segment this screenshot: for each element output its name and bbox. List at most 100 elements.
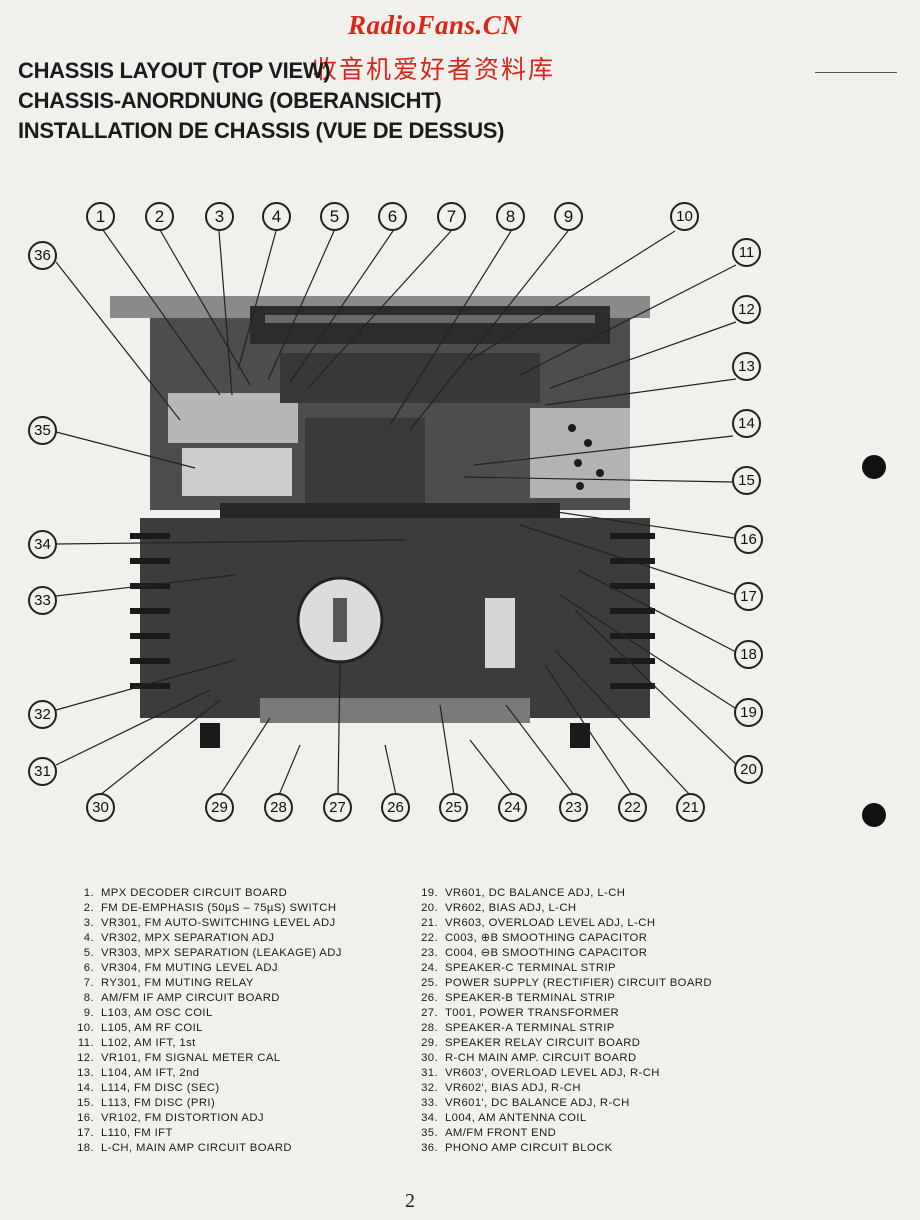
legend-text: AM/FM IF AMP CIRCUIT BOARD [101, 992, 280, 1004]
legend-number: 32. [421, 1082, 438, 1094]
callout-7: 7 [437, 202, 466, 231]
callout-23: 23 [559, 793, 588, 822]
callout-9: 9 [554, 202, 583, 231]
legend-text: VR303, MPX SEPARATION (LEAKAGE) ADJ [101, 947, 342, 959]
legend-item: 8. AM/FM IF AMP CIRCUIT BOARD [68, 991, 342, 1006]
legend-item: 3.VR301, FM AUTO-SWITCHING LEVEL ADJ [68, 916, 342, 931]
callout-20: 20 [734, 755, 763, 784]
legend-text: L113, FM DISC (PRI) [101, 1097, 216, 1109]
legend-number: 34. [421, 1112, 438, 1124]
callout-8: 8 [496, 202, 525, 231]
legend-number: 30. [421, 1052, 438, 1064]
legend-text: SPEAKER-B TERMINAL STRIP [445, 992, 616, 1004]
legend-text: VR603, OVERLOAD LEVEL ADJ, L-CH [445, 917, 656, 929]
legend-text: AM/FM FRONT END [445, 1127, 557, 1139]
callout-18: 18 [734, 640, 763, 669]
callout-30: 30 [86, 793, 115, 822]
legend-number: 11. [77, 1037, 94, 1049]
legend-number: 26. [421, 992, 438, 1004]
legend-item: 4.VR302, MPX SEPARATION ADJ [68, 931, 342, 946]
callout-24: 24 [498, 793, 527, 822]
legend-text: MPX DECODER CIRCUIT BOARD [101, 887, 288, 899]
legend-number: 8. [83, 992, 94, 1004]
legend-number: 19. [421, 887, 438, 899]
legend-item: 11. L102, AM IFT, 1st [68, 1036, 342, 1051]
legend-item: 30.R-CH MAIN AMP. CIRCUIT BOARD [412, 1051, 712, 1066]
callout-33: 33 [28, 586, 57, 615]
legend-number: 25. [421, 977, 438, 989]
callout-6: 6 [378, 202, 407, 231]
callout-32: 32 [28, 700, 57, 729]
legend-left-column: 1.MPX DECODER CIRCUIT BOARD 2.FM DE-EMPH… [68, 886, 342, 1156]
legend-item: 7. RY301, FM MUTING RELAY [68, 976, 342, 991]
legend-number: 15. [77, 1097, 94, 1109]
callout-17: 17 [734, 582, 763, 611]
legend-item: 20.VR602, BIAS ADJ, L-CH [412, 901, 712, 916]
legend-number: 28. [421, 1022, 438, 1034]
legend-number: 31. [421, 1067, 438, 1079]
legend-number: 1. [83, 887, 94, 899]
legend-text: L110, FM IFT [101, 1127, 173, 1139]
legend-item: 31.VR603', OVERLOAD LEVEL ADJ, R-CH [412, 1066, 712, 1081]
callout-4: 4 [262, 202, 291, 231]
watermark-site: RadioFans.CN [348, 10, 522, 40]
legend-item: 5. VR303, MPX SEPARATION (LEAKAGE) ADJ [68, 946, 342, 961]
legend-item: 22.C003, ⊕B SMOOTHING CAPACITOR [412, 931, 712, 946]
legend-item: 17. L110, FM IFT [68, 1126, 342, 1141]
legend-text: VR601, DC BALANCE ADJ, L-CH [445, 887, 626, 899]
legend-text: VR601', DC BALANCE ADJ, R-CH [445, 1097, 630, 1109]
legend-item: 18.L-CH, MAIN AMP CIRCUIT BOARD [68, 1141, 342, 1156]
legend-number: 36. [421, 1142, 438, 1154]
callout-14: 14 [732, 409, 761, 438]
legend-number: 18. [77, 1142, 94, 1154]
page-number: 2 [405, 1190, 415, 1212]
chassis-photo [100, 258, 675, 763]
legend-number: 10. [77, 1022, 94, 1034]
legend-item: 16.VR102, FM DISTORTION ADJ [68, 1111, 342, 1126]
legend-text: L114, FM DISC (SEC) [101, 1082, 220, 1094]
legend-item: 12.VR101, FM SIGNAL METER CAL [68, 1051, 342, 1066]
legend-number: 5. [83, 947, 94, 959]
legend-item: 24. SPEAKER-C TERMINAL STRIP [412, 961, 712, 976]
legend-number: 6. [83, 962, 94, 974]
legend-text: L102, AM IFT, 1st [101, 1037, 196, 1049]
title-german: CHASSIS-ANORDNUNG (OBERANSICHT) [18, 88, 442, 113]
legend-right-column: 19. VR601, DC BALANCE ADJ, L-CH 20.VR602,… [412, 886, 712, 1156]
legend-text: SPEAKER RELAY CIRCUIT BOARD [445, 1037, 641, 1049]
legend-number: 23. [421, 947, 438, 959]
legend-number: 13. [77, 1067, 94, 1079]
legend-item: 1. MPX DECODER CIRCUIT BOARD [68, 886, 342, 901]
callout-26: 26 [381, 793, 410, 822]
legend-number: 21. [421, 917, 438, 929]
callout-29: 29 [205, 793, 234, 822]
legend-text: PHONO AMP CIRCUIT BLOCK [445, 1142, 613, 1154]
callout-36: 36 [28, 241, 57, 270]
legend-item: 6.VR304, FM MUTING LEVEL ADJ [68, 961, 342, 976]
legend-text: RY301, FM MUTING RELAY [101, 977, 254, 989]
callout-25: 25 [439, 793, 468, 822]
legend-item: 14.L114, FM DISC (SEC) [68, 1081, 342, 1096]
binder-hole-bottom [862, 803, 886, 827]
legend-number: 3. [83, 917, 94, 929]
callout-15: 15 [732, 466, 761, 495]
legend-text: POWER SUPPLY (RECTIFIER) CIRCUIT BOARD [445, 977, 712, 989]
legend-item: 25. POWER SUPPLY (RECTIFIER) CIRCUIT BOAR… [412, 976, 712, 991]
legend-item: 23.C004, ⊖B SMOOTHING CAPACITOR [412, 946, 712, 961]
callout-35: 35 [28, 416, 57, 445]
callout-31: 31 [28, 757, 57, 786]
binder-hole-top [862, 455, 886, 479]
callout-11: 11 [732, 238, 761, 267]
legend-number: 4. [83, 932, 94, 944]
legend-text: VR101, FM SIGNAL METER CAL [101, 1052, 281, 1064]
legend-number: 33. [421, 1097, 438, 1109]
legend-text: SPEAKER-C TERMINAL STRIP [445, 962, 616, 974]
callout-5: 5 [320, 202, 349, 231]
legend-number: 17. [77, 1127, 94, 1139]
legend-number: 24. [421, 962, 438, 974]
legend-item: 21. VR603, OVERLOAD LEVEL ADJ, L-CH [412, 916, 712, 931]
callout-27: 27 [323, 793, 352, 822]
title-french: INSTALLATION DE CHASSIS (VUE DE DESSUS) [18, 118, 505, 143]
callout-10: 10 [670, 202, 699, 231]
legend-number: 7. [83, 977, 94, 989]
header-rule [815, 72, 897, 73]
